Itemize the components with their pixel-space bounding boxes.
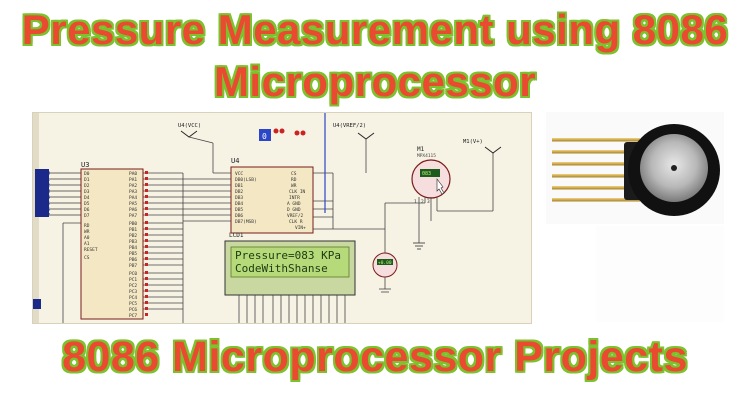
svg-text:PB0: PB0 — [129, 221, 137, 227]
svg-text:CS: CS — [84, 255, 90, 261]
svg-text:2: 2 — [421, 199, 424, 205]
svg-text:VIN+: VIN+ — [295, 225, 306, 231]
u4-chip — [230, 166, 314, 234]
svg-text:D0: D0 — [84, 171, 90, 177]
svg-text:WR: WR — [84, 229, 90, 235]
svg-text:PC7: PC7 — [129, 313, 137, 319]
svg-text:RESET: RESET — [84, 247, 98, 253]
svg-text:CLK IN: CLK IN — [289, 189, 306, 195]
svg-text:AD6: AD6 — [41, 207, 50, 213]
bus-connector — [35, 169, 49, 217]
svg-text:AD1: AD1 — [41, 177, 50, 183]
svg-text:A1: A1 — [84, 241, 90, 247]
logic-probe — [259, 129, 271, 141]
svg-text:PB6: PB6 — [129, 257, 137, 263]
svg-text:PA6: PA6 — [129, 207, 137, 213]
title-line-2: Microprocessor — [213, 58, 537, 105]
pressure-sensor-symbol — [411, 159, 451, 199]
svg-text:PA0: PA0 — [129, 171, 137, 177]
svg-text:D2: D2 — [84, 183, 90, 189]
svg-text:VCC: VCC — [235, 171, 243, 177]
svg-text:PB7: PB7 — [129, 263, 137, 269]
svg-text:PC2: PC2 — [129, 283, 137, 289]
svg-text:D3: D3 — [84, 189, 90, 195]
svg-text:A0: A0 — [84, 235, 90, 241]
svg-text:AD2: AD2 — [41, 183, 50, 189]
voltmeter-readout: +0.00 — [378, 260, 392, 266]
u3-chip — [80, 168, 144, 320]
svg-text:RD: RD — [84, 223, 90, 229]
svg-text:3: 3 — [427, 199, 430, 205]
svg-text:PC1: PC1 — [129, 277, 137, 283]
svg-text:D7: D7 — [84, 213, 90, 219]
svg-text:PA1: PA1 — [129, 177, 137, 183]
m1-part: MPX4115 — [417, 153, 436, 159]
footer-title: 8086 Microprocessor Projects — [62, 333, 688, 381]
svg-text:D GND: D GND — [287, 207, 301, 213]
svg-text:PB3: PB3 — [129, 239, 137, 245]
svg-text:D1: D1 — [84, 177, 90, 183]
svg-text:PA7: PA7 — [129, 213, 137, 219]
svg-text:PB4: PB4 — [129, 245, 137, 251]
svg-text:PC6: PC6 — [129, 307, 137, 313]
svg-text:DB6: DB6 — [235, 213, 243, 219]
svg-text:1: 1 — [414, 199, 417, 205]
u3-label: U3 — [81, 161, 89, 169]
svg-text:AD5: AD5 — [41, 201, 50, 207]
lcd-line-2: CodeWithShanse — [235, 262, 328, 275]
svg-text:CS: CS — [291, 171, 297, 177]
svg-text:DB7(MSB): DB7(MSB) — [235, 219, 257, 225]
svg-text:PC3: PC3 — [129, 289, 137, 295]
svg-text:PA5: PA5 — [129, 201, 137, 207]
svg-text:D4: D4 — [84, 195, 90, 201]
svg-text:DB5: DB5 — [235, 207, 243, 213]
u4-label: U4 — [231, 157, 239, 165]
vcc-terminal-label: U4(VCC) — [178, 123, 201, 129]
svg-text:CLK R: CLK R — [289, 219, 303, 225]
svg-text:PB2: PB2 — [129, 233, 137, 239]
svg-text:AD3: AD3 — [41, 189, 50, 195]
svg-text:D5: D5 — [84, 201, 90, 207]
svg-text:AD4: AD4 — [41, 195, 50, 201]
photo-background — [596, 226, 724, 322]
svg-text:DB3: DB3 — [235, 195, 243, 201]
svg-text:083: 083 — [422, 171, 431, 177]
svg-text:AD7: AD7 — [41, 213, 50, 219]
lcd-label: LCD1 — [229, 232, 244, 239]
vref-terminal-label: U4(VREF/2) — [333, 123, 366, 129]
title-line-1: Pressure Measurement using 8086 — [21, 6, 729, 53]
m1-label: M1 — [417, 146, 425, 153]
pressure-sensor-photo — [546, 112, 724, 224]
svg-text:PB1: PB1 — [129, 227, 137, 233]
lcd-line-1: Pressure=083 KPa — [235, 249, 341, 262]
svg-text:DB1: DB1 — [235, 183, 243, 189]
svg-text:DB2: DB2 — [235, 189, 243, 195]
svg-text:PA2: PA2 — [129, 183, 137, 189]
svg-text:WR: WR — [291, 183, 297, 189]
svg-text:PA3: PA3 — [129, 189, 137, 195]
svg-text:PA4: PA4 — [129, 195, 137, 201]
svg-text:AD0: AD0 — [41, 171, 50, 177]
svg-text:PC5: PC5 — [129, 301, 137, 307]
m1-terminal-label: M1(V+) — [463, 139, 483, 145]
svg-text:RD: RD — [291, 177, 297, 183]
svg-text:PC0: PC0 — [129, 271, 137, 277]
svg-text:D6: D6 — [84, 207, 90, 213]
svg-text:A GND: A GND — [287, 201, 301, 207]
svg-text:INTR: INTR — [289, 195, 300, 201]
svg-text:PB5: PB5 — [129, 251, 137, 257]
lcd-screen — [230, 246, 350, 278]
svg-text:DB0(LSB): DB0(LSB) — [235, 177, 257, 183]
cursor-icon — [436, 178, 445, 195]
svg-text:VREF/2: VREF/2 — [287, 213, 304, 219]
svg-text:0: 0 — [262, 132, 267, 141]
svg-text:DB4: DB4 — [235, 201, 243, 207]
svg-text:PC4: PC4 — [129, 295, 137, 301]
